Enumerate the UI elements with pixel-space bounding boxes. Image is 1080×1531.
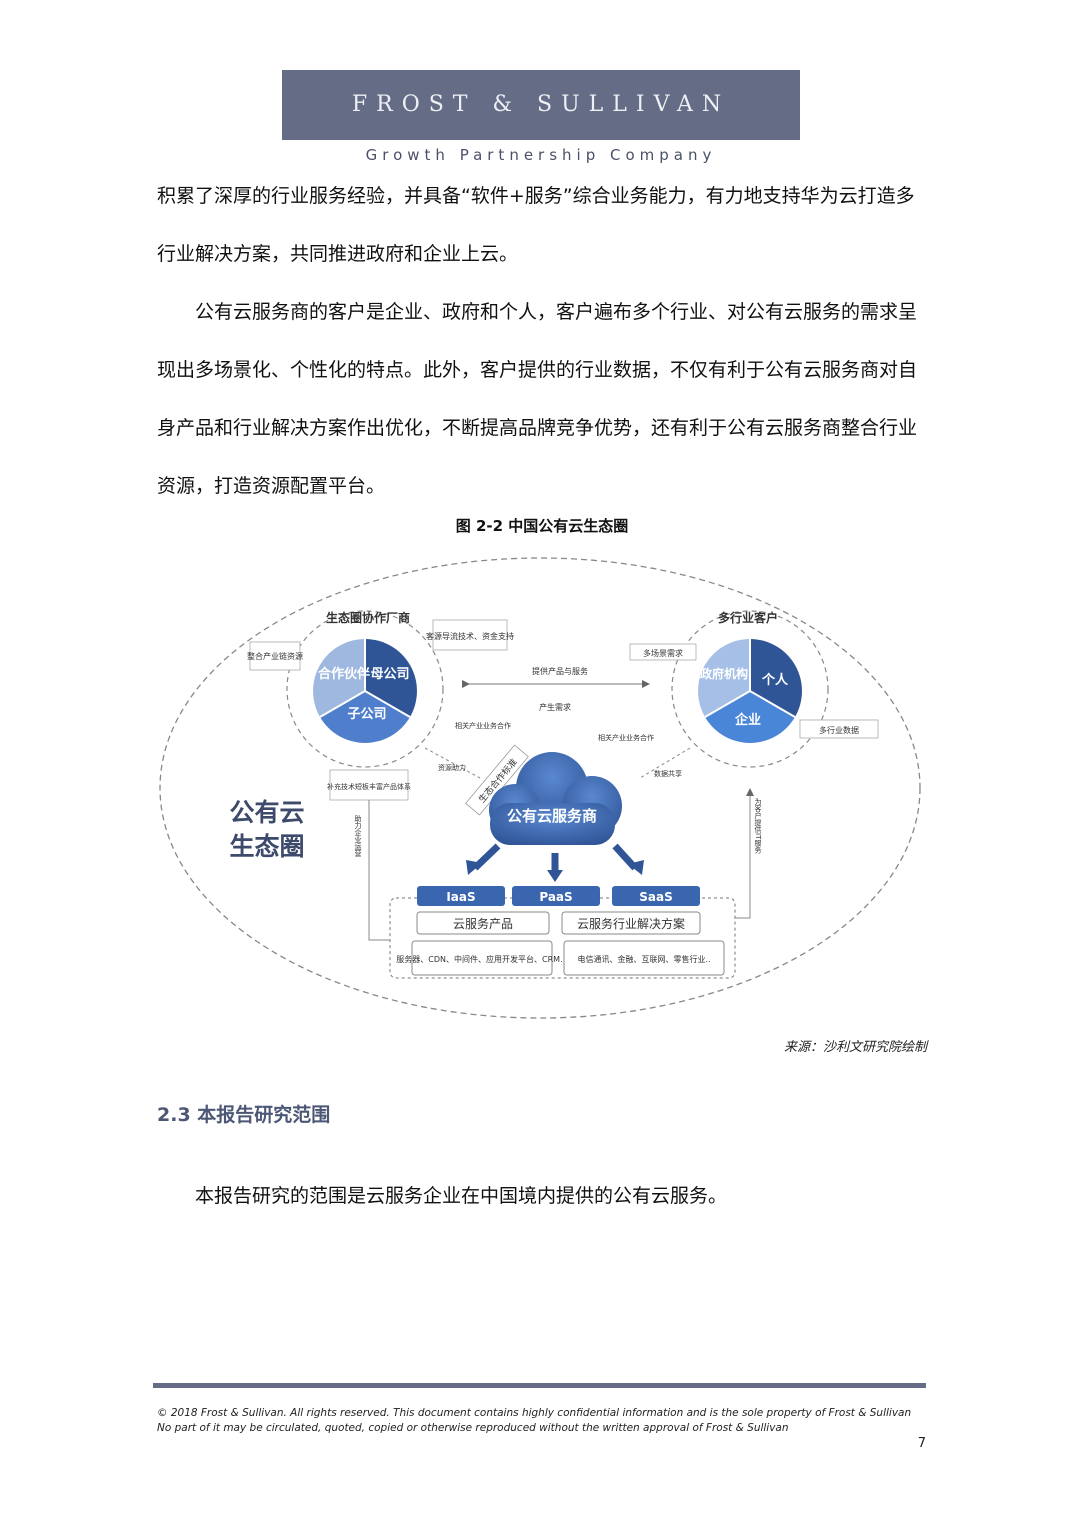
- products-detail: 服务器、CDN、中间件、应用开发平台、CRM...: [396, 954, 567, 964]
- ecosystem-diagram: 合作伙伴 母公司 子公司 生态圈协作厂商 政府机构 个人 企业 多行业客户 整合…: [159, 557, 921, 1019]
- ecosystem-label-line2: 生态圈: [229, 832, 304, 861]
- section-paragraph: 本报告研究的范围是云服务企业在中国境内提供的公有云服务。: [157, 1185, 728, 1207]
- seg-label-subsidiary: 子公司: [347, 707, 386, 722]
- seg-label-partner: 合作伙伴: [318, 666, 370, 682]
- figure-title: 图 2-2 中国公有云生态圈: [455, 517, 629, 535]
- page-number: 7: [917, 1436, 926, 1451]
- tier-paas: PaaS: [539, 890, 572, 904]
- pie-segment-enterprise: [705, 691, 795, 743]
- seg-label-enterprise: 企业: [734, 712, 761, 728]
- partners-dashed-ring: [286, 610, 444, 768]
- header-banner: [282, 70, 800, 140]
- footer-rule: [153, 1383, 926, 1388]
- ecosystem-outer-ellipse: [159, 557, 921, 1019]
- pie-segment-subsidiary: [320, 691, 410, 743]
- label-integrate-chain: 整合产业链资源: [247, 651, 303, 661]
- tier-saas: SaaS: [639, 890, 672, 904]
- label-resource-help: 资源助力: [438, 763, 466, 772]
- partners-pie: 合作伙伴 母公司 子公司: [313, 639, 417, 743]
- cloud-products-label: 云服务产品: [453, 916, 513, 931]
- seg-label-parent: 母公司: [370, 667, 409, 682]
- brand-tagline: Growth Partnership Company: [365, 146, 717, 164]
- customers-dashed-ring: [671, 610, 829, 768]
- label-generate-demand: 产生需求: [539, 702, 571, 712]
- label-related-left: 相关产业业务合作: [455, 721, 511, 730]
- label-supplement: 补充技术短板丰富产品体系: [327, 782, 411, 791]
- label-provide-products: 提供产品与服务: [532, 666, 588, 676]
- partners-title: 生态圈协作厂商: [326, 610, 410, 625]
- label-customer-source: 客源导流技术、资金支持: [426, 631, 514, 641]
- customers-pie: 政府机构 个人 企业: [698, 639, 802, 743]
- label-data-share: 数据共享: [654, 769, 682, 778]
- label-multi-industry-data: 多行业数据: [819, 725, 859, 735]
- label-related-right: 相关产业业务合作: [598, 733, 654, 742]
- seg-label-gov: 政府机构: [700, 666, 748, 681]
- label-multi-scenario: 多场景需求: [643, 648, 683, 658]
- body-paragraph-1: 积累了深厚的行业服务经验，并具备“软件+服务”综合业务能力，有力地支持华为云打造…: [157, 185, 915, 265]
- brand-logo: FROST & SULLIVAN: [351, 92, 731, 117]
- footer-copyright: © 2018 Frost & Sullivan. All rights rese…: [157, 1407, 912, 1434]
- cloud-provider-label: 公有云服务商: [507, 807, 597, 825]
- label-provide-it: 为客户提供IT服务: [754, 797, 762, 854]
- tier-iaas: IaaS: [446, 890, 475, 904]
- section-heading: 2.3 本报告研究范围: [157, 1104, 331, 1126]
- cloud-solutions-label: 云服务行业解决方案: [577, 916, 685, 931]
- label-help-ops: 助力企业运营: [354, 814, 362, 858]
- cloud-provider-shape: [489, 752, 622, 845]
- customers-title: 多行业客户: [718, 610, 778, 625]
- seg-label-person: 个人: [761, 672, 789, 688]
- ecosystem-label-line1: 公有云: [229, 798, 304, 827]
- body-paragraph-2: 公有云服务商的客户是企业、政府和个人，客户遍布多个行业、对公有云服务的需求呈现出…: [157, 301, 918, 497]
- figure-source: 来源：沙利文研究院绘制: [783, 1040, 927, 1055]
- solutions-detail: 电信通讯、金融、互联网、零售行业..: [577, 954, 710, 964]
